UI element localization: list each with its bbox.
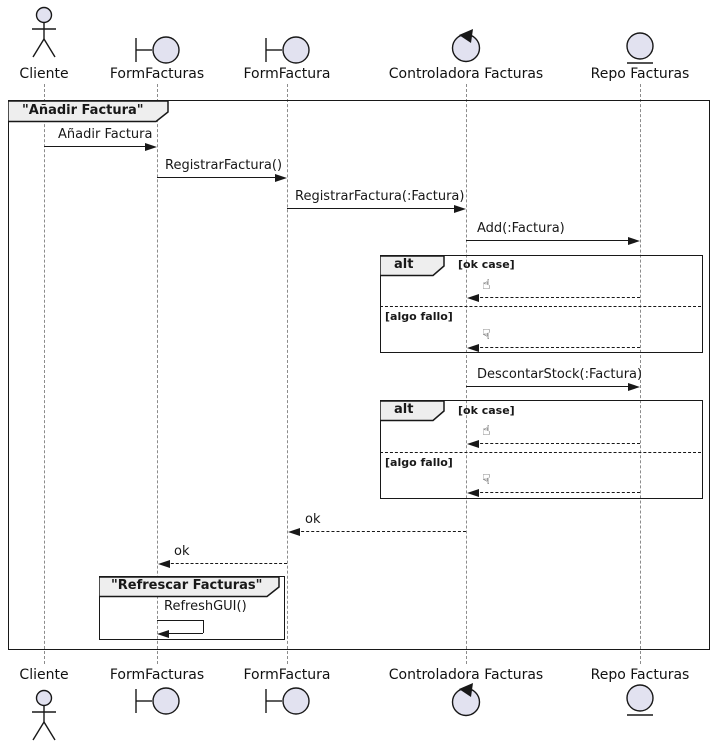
message-add-factura: Add(:Factura) [477, 221, 565, 236]
arrow-registrar-factura [157, 177, 276, 178]
message-anadir-factura: Añadir Factura [58, 127, 153, 142]
participant-label-controladora: Controladora Facturas [388, 66, 544, 82]
lifeline-formfactura [287, 84, 288, 664]
message-descontar-stock: DescontarStock(:Factura) [477, 367, 643, 382]
message-registrar-factura-arg: RegistrarFactura(:Factura) [295, 189, 465, 204]
arrowhead [275, 174, 287, 182]
participant-label-formfacturas: FormFacturas [109, 66, 205, 82]
arrowhead [454, 205, 466, 213]
alt-operator: alt [394, 257, 414, 272]
self-arrow-bottom [166, 633, 203, 634]
arrowhead [467, 344, 479, 352]
entity-icon [626, 32, 654, 64]
alt-divider [380, 306, 701, 307]
alt-guard-fail: [algo fallo] [385, 310, 453, 323]
alt-tab [380, 400, 445, 422]
arrowhead [288, 528, 300, 536]
arrow-registrar-factura-arg [287, 208, 455, 209]
arrow-descontar-stock [466, 386, 629, 387]
thumbs-up-icon: ☝ [482, 277, 491, 293]
boundary-icon [265, 687, 310, 715]
thumbs-down-icon: ☟ [482, 327, 491, 343]
actor-icon [32, 6, 56, 58]
participant-label-repo: Repo Facturas [590, 66, 690, 82]
alt-operator: alt [394, 402, 414, 417]
participant-label-cliente: Cliente [19, 667, 69, 683]
frame-tab [99, 576, 280, 598]
control-icon [451, 683, 481, 717]
alt-frame-add [380, 255, 703, 353]
arrowhead [628, 237, 640, 245]
arrowhead [158, 560, 170, 568]
participant-label-repo: Repo Facturas [590, 667, 690, 683]
message-registrar-factura: RegistrarFactura() [165, 158, 283, 173]
arrowhead [467, 489, 479, 497]
return-arrow-thumbs-down [470, 492, 640, 493]
boundary-icon [135, 36, 180, 64]
boundary-icon [265, 36, 310, 64]
participant-label-cliente: Cliente [19, 66, 69, 82]
self-arrow-side [203, 620, 204, 633]
self-arrow-top [157, 620, 203, 621]
arrowhead [467, 294, 479, 302]
lifeline-controladora-facturas [466, 84, 467, 664]
return-arrow-thumbs-up [470, 297, 640, 298]
boundary-icon [135, 687, 180, 715]
alt-frame-stock [380, 400, 703, 499]
alt-divider [380, 452, 701, 453]
lifeline-cliente [44, 84, 45, 664]
arrowhead [145, 143, 157, 151]
frame-title: "Añadir Factura" [22, 103, 144, 118]
arrowhead [467, 440, 479, 448]
arrowhead [628, 383, 640, 391]
alt-guard-ok: [ok case] [458, 258, 515, 271]
lifeline-repo-facturas [640, 84, 641, 664]
return-arrow-thumbs-down [470, 347, 640, 348]
participant-label-formfactura: FormFactura [243, 66, 331, 82]
message-ok-to-formfacturas: ok [174, 544, 190, 559]
arrow-add-factura [466, 240, 629, 241]
message-refresh-gui: RefreshGUI() [164, 599, 247, 614]
message-ok-to-formfactura: ok [305, 512, 321, 527]
participant-label-controladora: Controladora Facturas [388, 667, 544, 683]
lifeline-formfacturas [157, 84, 158, 664]
alt-tab [380, 255, 445, 277]
actor-icon [32, 689, 56, 741]
return-arrow-ok [161, 563, 287, 564]
entity-icon [626, 684, 654, 716]
participant-label-formfacturas: FormFacturas [109, 667, 205, 683]
arrow-anadir-factura [44, 146, 146, 147]
thumbs-down-icon: ☟ [482, 472, 491, 488]
return-arrow-ok [291, 531, 466, 532]
return-arrow-thumbs-up [470, 443, 640, 444]
frame-tab [8, 100, 169, 123]
control-icon [451, 29, 481, 63]
participant-label-formfactura: FormFactura [243, 667, 331, 683]
thumbs-up-icon: ☝ [482, 423, 491, 439]
alt-guard-fail: [algo fallo] [385, 456, 453, 469]
frame-anadir-factura [8, 100, 710, 650]
arrowhead [157, 630, 169, 638]
frame-title: "Refrescar Facturas" [111, 578, 263, 593]
alt-guard-ok: [ok case] [458, 404, 515, 417]
